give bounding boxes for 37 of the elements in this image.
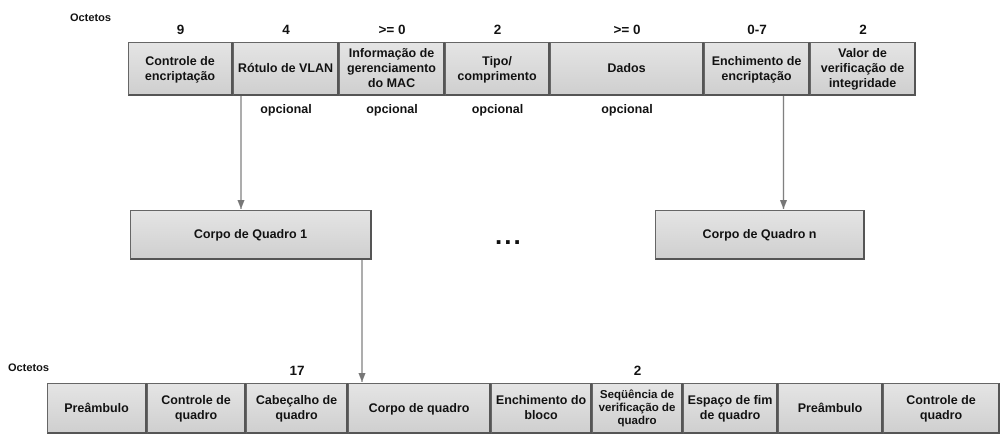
arrow <box>780 96 788 209</box>
axis-title: Octetos <box>70 12 111 24</box>
field-box: Preâmbulo <box>47 383 147 434</box>
field-box: Corpo de quadro <box>348 383 491 434</box>
octet-count: 0-7 <box>747 22 767 37</box>
octet-count: >= 0 <box>378 22 406 37</box>
octet-count: 9 <box>176 22 184 37</box>
arrow <box>358 260 366 382</box>
field-box: Controle de encriptação <box>128 42 233 96</box>
field-box: Enchimento de encriptação <box>704 42 810 96</box>
field-box: Corpo de Quadro n <box>655 210 865 260</box>
optional-note: opcional <box>366 102 418 116</box>
field-box: Controle de quadro <box>147 383 246 434</box>
field-box: Preâmbulo <box>778 383 883 434</box>
field-box: Controle de quadro <box>883 383 1000 434</box>
field-box: Espaço de fim de quadro <box>683 383 778 434</box>
octet-count: 17 <box>289 363 305 378</box>
octet-count: 4 <box>282 22 290 37</box>
field-box: Seqüência de verificação de quadro <box>592 383 683 434</box>
optional-note: opcional <box>472 102 524 116</box>
optional-note: opcional <box>601 102 653 116</box>
field-box: Cabeçalho de quadro <box>246 383 348 434</box>
axis-title: Octetos <box>8 362 49 374</box>
field-box: Enchimento do bloco <box>491 383 592 434</box>
octet-count: 2 <box>634 363 642 378</box>
field-box: Informação de gerenciamento do MAC <box>339 42 445 96</box>
optional-note: opcional <box>260 102 312 116</box>
octet-count: >= 0 <box>613 22 641 37</box>
field-box: Dados <box>550 42 704 96</box>
octet-count: 2 <box>494 22 502 37</box>
ellipsis-mark: ... <box>495 220 523 251</box>
field-box: Rótulo de VLAN <box>233 42 339 96</box>
field-box: Valor de verificação de integridade <box>810 42 916 96</box>
field-box: Corpo de Quadro 1 <box>130 210 372 260</box>
field-box: Tipo/ comprimento <box>445 42 550 96</box>
octet-count: 2 <box>859 22 867 37</box>
arrow <box>237 96 245 209</box>
